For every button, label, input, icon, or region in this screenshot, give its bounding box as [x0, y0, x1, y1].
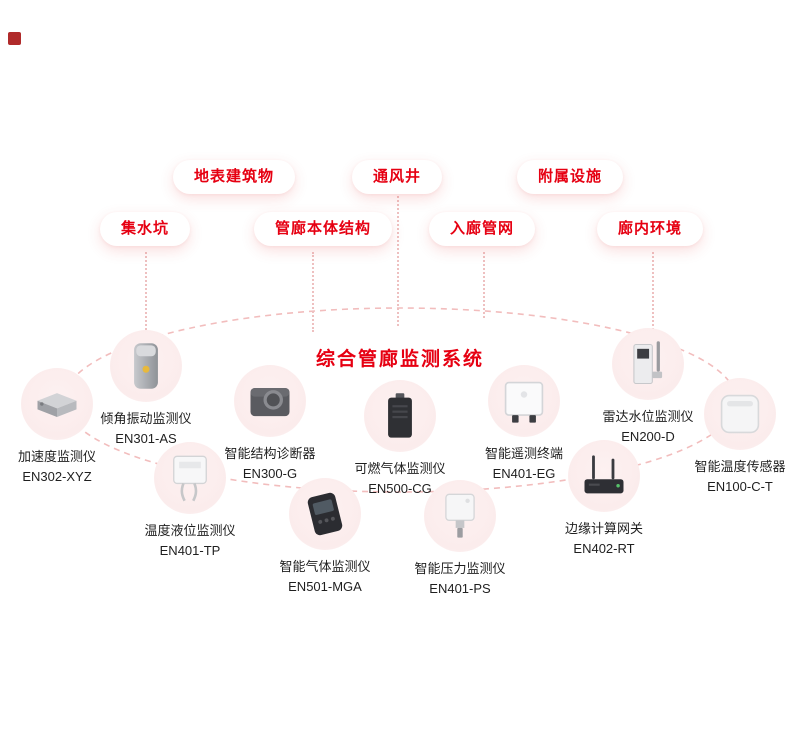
device-name: 雷达水位监测仪 — [602, 409, 694, 424]
device-name: 智能温度传感器 — [694, 459, 786, 474]
device-model: EN300-G — [242, 466, 298, 481]
pressure-monitor-icon — [424, 480, 496, 552]
device-model: EN500-CG — [368, 481, 432, 496]
device-pressure-monitor[interactable]: 智能压力监测仪 EN401-PS — [390, 480, 530, 598]
device-temperature-sensor[interactable]: 智能温度传感器 EN100-C-T — [670, 378, 800, 496]
pill-water-collection-pit[interactable]: 集水坑 — [99, 212, 191, 246]
device-name: 倾角振动监测仪 — [100, 411, 192, 426]
device-edge-computing-gateway[interactable]: 边缘计算网关 EN402-RT — [534, 440, 674, 558]
device-name: 智能气体监测仪 — [279, 559, 371, 574]
pill-surface-buildings[interactable]: 地表建筑物 — [172, 160, 296, 194]
device-model: EN302-XYZ — [22, 469, 92, 484]
connector-line — [397, 196, 399, 326]
pill-gallery-environment[interactable]: 廊内环境 — [596, 212, 704, 246]
pill-ancillary-facilities[interactable]: 附属设施 — [516, 160, 624, 194]
device-model: EN401-PS — [429, 581, 491, 596]
device-tilt-vibration-monitor[interactable]: 倾角振动监测仪 EN301-AS — [76, 330, 216, 448]
device-name: 智能压力监测仪 — [414, 561, 506, 576]
device-model: EN501-MGA — [288, 579, 362, 594]
pill-label: 附属设施 — [537, 168, 603, 185]
device-model: EN301-AS — [115, 431, 177, 446]
pill-label: 地表建筑物 — [193, 168, 275, 185]
structure-diagnostics-icon — [234, 365, 306, 437]
telemetry-terminal-icon — [488, 365, 560, 437]
pill-label: 廊内环境 — [617, 220, 683, 237]
device-model: EN200-D — [621, 429, 675, 444]
device-model: EN402-RT — [573, 541, 635, 556]
temperature-sensor-icon — [704, 378, 776, 450]
pill-label: 入廊管网 — [449, 220, 515, 237]
device-name: 智能结构诊断器 — [224, 446, 316, 461]
pill-inlet-pipe-network[interactable]: 入廊管网 — [428, 212, 536, 246]
pill-label: 通风井 — [372, 168, 422, 185]
device-accelerometer[interactable]: 加速度监测仪 EN302-XYZ — [0, 368, 127, 486]
device-model: EN401-EG — [492, 466, 556, 481]
page-title: 综合管廊监测系统 — [315, 349, 485, 370]
corner-marker-icon — [8, 32, 21, 45]
tilt-vibration-monitor-icon — [110, 330, 182, 402]
device-model: EN401-TP — [159, 543, 221, 558]
device-structure-diagnostics[interactable]: 智能结构诊断器 EN300-G — [200, 365, 340, 483]
combustible-gas-monitor-icon — [364, 380, 436, 452]
connector-line — [652, 252, 654, 334]
pill-label: 管廊本体结构 — [274, 220, 372, 237]
device-name: 边缘计算网关 — [564, 521, 643, 536]
device-name: 智能遥测终端 — [484, 446, 563, 461]
pill-gallery-main-structure[interactable]: 管廊本体结构 — [253, 212, 393, 246]
smart-gas-monitor-icon — [289, 478, 361, 550]
radar-water-level-icon — [612, 328, 684, 400]
temperature-liquid-level-icon — [154, 442, 226, 514]
device-temperature-liquid-level-monitor[interactable]: 温度液位监测仪 EN401-TP — [120, 442, 260, 560]
device-telemetry-terminal[interactable]: 智能遥测终端 EN401-EG — [454, 365, 594, 483]
device-name: 温度液位监测仪 — [144, 523, 236, 538]
accelerometer-icon — [21, 368, 93, 440]
device-name: 可燃气体监测仪 — [354, 461, 446, 476]
pill-label: 集水坑 — [120, 220, 170, 237]
connector-line — [312, 252, 314, 332]
device-combustible-gas-monitor[interactable]: 可燃气体监测仪 EN500-CG — [330, 380, 470, 498]
device-model: EN100-C-T — [707, 479, 773, 494]
device-name: 加速度监测仪 — [17, 449, 96, 464]
pill-ventilation-shaft[interactable]: 通风井 — [351, 160, 443, 194]
connector-line — [483, 252, 485, 318]
connector-line — [145, 252, 147, 338]
device-smart-gas-monitor[interactable]: 智能气体监测仪 EN501-MGA — [255, 478, 395, 596]
edge-computing-gateway-icon — [568, 440, 640, 512]
device-radar-water-level-monitor[interactable]: 雷达水位监测仪 EN200-D — [578, 328, 718, 446]
